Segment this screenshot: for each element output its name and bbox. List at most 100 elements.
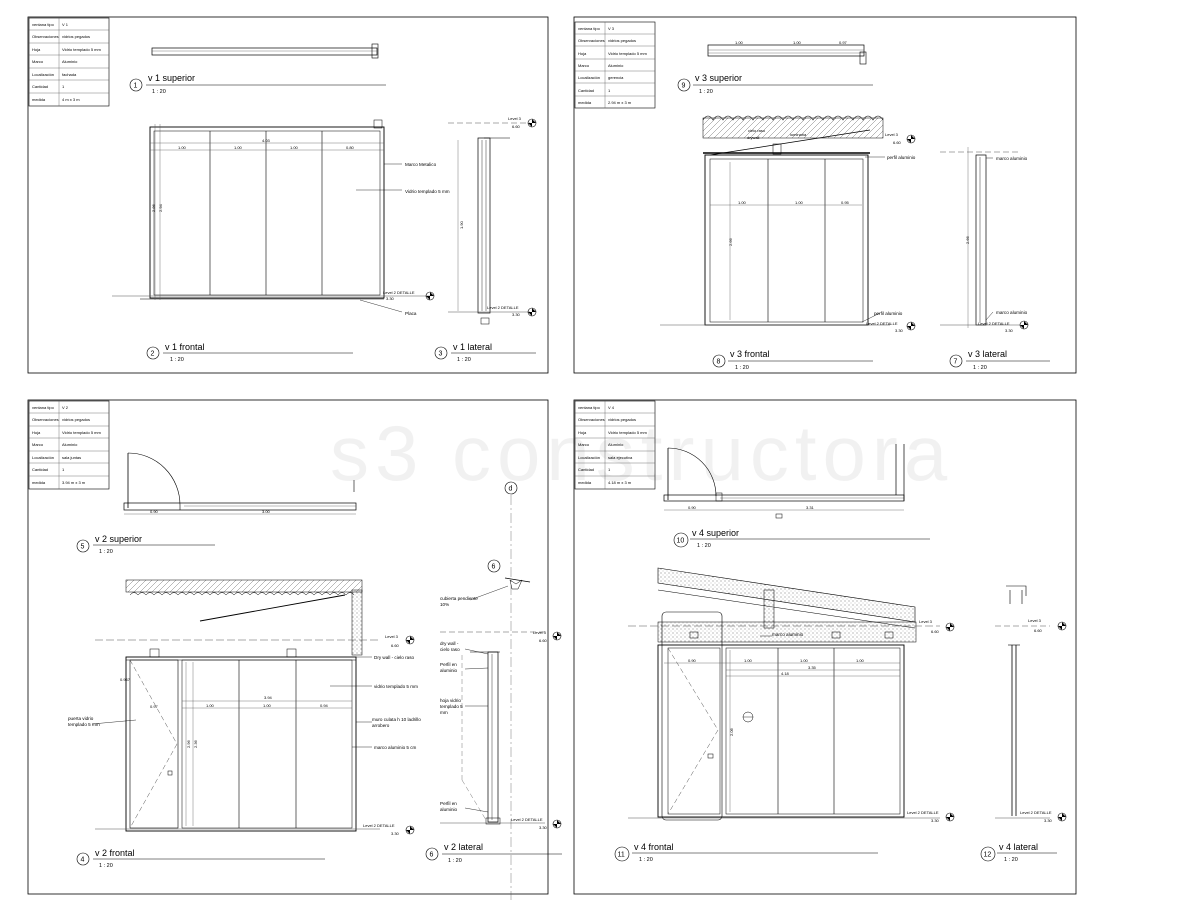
view-scale: 1 : 20: [152, 89, 166, 95]
door-handle-icon: [167, 770, 173, 776]
view-title: v 3 frontal: [730, 349, 770, 359]
v1-lat-level3: Level 3: [508, 116, 522, 121]
schedule-key: Hoja: [32, 430, 41, 435]
view-title: v 3 superior: [695, 73, 742, 83]
v4-level2: Level 2 DETALLE: [907, 810, 939, 815]
v3-dim-h: 2.66: [728, 237, 733, 246]
view-number: 1: [134, 83, 138, 90]
v4-plan-dim: 0.90: [688, 505, 697, 510]
view-scale: 1 : 20: [639, 857, 653, 863]
schedule-value: 3.94 m x 3 m: [62, 480, 86, 485]
view-title: v 4 frontal: [634, 842, 674, 852]
view-title: v 1 lateral: [453, 342, 492, 352]
schedule-key: Hoja: [578, 51, 587, 56]
schedule-key: medida: [578, 480, 592, 485]
v4-lat-level3-elev: 6.60: [1034, 628, 1043, 633]
schedule-key: Localización: [32, 455, 54, 460]
view-scale: 1 : 20: [99, 863, 113, 869]
view-title: v 2 frontal: [95, 848, 135, 858]
view-number: 5: [81, 544, 85, 551]
v3-note-luminaria: luminaria: [790, 132, 807, 137]
v2-superior-plan: [123, 452, 357, 515]
v3-level3-elev: 6.60: [893, 140, 902, 145]
v2-lat-note-perfil: Perfil en aluminio: [440, 662, 458, 673]
door-handle-icon: [707, 753, 714, 759]
v2-level2: Level 2 DETALLE: [363, 823, 395, 828]
sheet-v2-frame: [27, 399, 549, 895]
v1-dim-h2: 2.94: [158, 203, 163, 212]
schedule-key: Observaciones: [32, 34, 59, 39]
v4-note-marco: marco aluminio: [772, 632, 804, 637]
schedule-value: vidrios pegados: [608, 417, 636, 422]
v2-note-muro: muro culata h 10 ladrillo arrobero: [372, 717, 421, 728]
v2-lateral-section: [440, 481, 545, 900]
schedule-key: Cantidad: [32, 467, 48, 472]
v2-level2-elev: 3.30: [391, 831, 400, 836]
v2-note-vidrio: vidrio templado 5 mm: [374, 684, 418, 689]
v4-dim: 1.00: [744, 658, 753, 663]
schedule-key: Hoja: [578, 430, 587, 435]
view-title: v 2 superior: [95, 534, 142, 544]
schedule-value: 2.94 m x 3 m: [608, 100, 632, 105]
view-number: 9: [682, 83, 686, 90]
v4-lateral-section: [995, 585, 1050, 819]
view-title: v 4 lateral: [999, 842, 1038, 852]
view-number-circle: [425, 847, 439, 861]
v4-superior-plan: [663, 444, 905, 519]
v2-lat-level3: Level 3: [533, 630, 547, 635]
v3-note-perfil-2: perfil aluminio: [874, 311, 903, 316]
schedule-key: Observaciones: [578, 417, 605, 422]
v3-lat-dim: 2.66: [965, 235, 970, 244]
v2-dim: 0.97: [150, 704, 159, 709]
v3-plan-dim: 1.00: [793, 40, 802, 45]
level-marker-icon: [946, 623, 954, 631]
view-number: 8: [717, 359, 721, 366]
view-number-circle: [677, 78, 691, 92]
v4-dim: 1.00: [800, 658, 809, 663]
v2-dim-h: 2.36: [193, 739, 198, 748]
v2-dim: 1.00: [263, 703, 272, 708]
level-marker-icon: [553, 632, 561, 640]
v1-dim-total: 4.03: [262, 138, 271, 143]
v1-level-name: Level 2 DETALLE: [383, 290, 415, 295]
schedule-value: Vidrio templado 5 mm: [62, 47, 102, 52]
v2-note-puerta: puerta vidrio templado 5 mm: [68, 716, 100, 727]
schedule-value: 4.18 m x 3 m: [608, 480, 632, 485]
v1-lateral-section: [448, 122, 530, 325]
v3-note-perfil: perfil aluminio: [887, 155, 916, 160]
v3-level2-elev: 3.30: [895, 328, 904, 333]
level-marker-icon: [406, 826, 414, 834]
view-number: 12: [984, 852, 992, 859]
schedule-key: ventana tipo: [32, 405, 55, 410]
view-number-circle: [129, 78, 143, 92]
schedule-key: ventana tipo: [32, 22, 55, 27]
v3-plan-dim: 0.97: [839, 40, 848, 45]
v2-frontal-elevation: [91, 579, 380, 832]
v1-note-marco: Marco Metalico: [405, 162, 437, 167]
v1-level-elev: 3.30: [386, 296, 395, 301]
schedule-value: Aluminio: [608, 442, 624, 447]
schedule-value: Vidrio templado 5 mm: [608, 430, 648, 435]
schedule-key: Localización: [578, 75, 600, 80]
view-number-circle: [434, 346, 448, 360]
v1-dim-h1: 2.86: [151, 203, 156, 212]
v1-lateral-dim: 1.90: [459, 220, 464, 229]
schedule-key: ventana tipo: [578, 26, 601, 31]
view-number-circle: [614, 846, 630, 862]
schedule-key: Marco: [578, 63, 590, 68]
v2-note-marco: marco aluminio 5 cm: [374, 745, 417, 750]
v3-note-drywall: drywall: [747, 135, 760, 140]
v3-frontal-elevation: [660, 115, 890, 326]
schedule-value: Vidrio templado 5 mm: [608, 51, 648, 56]
schedule-value: vidrios pegados: [62, 417, 90, 422]
v2-note-drywall: Dry wall - cielo raso: [374, 655, 415, 660]
v1-dim-2: 1.00: [234, 145, 243, 150]
v2-lat-level2-elev: 3.30: [539, 825, 548, 830]
v2-plan-dim: 3.00: [262, 509, 271, 514]
schedule-value: Aluminio: [62, 442, 78, 447]
level-marker-icon: [528, 119, 536, 127]
schedule-key: Hoja: [32, 47, 41, 52]
level-marker-icon: [426, 292, 434, 300]
